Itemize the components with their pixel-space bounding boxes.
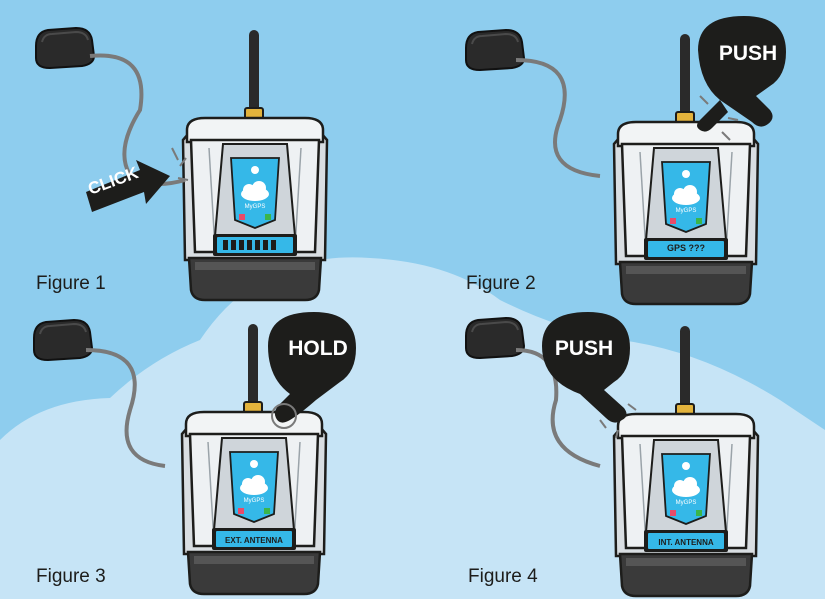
figure-1-gps-antenna <box>35 27 95 69</box>
figure-2-logo-text: MyGPS <box>676 208 697 214</box>
figure-2-push-hand <box>697 16 786 141</box>
figure-4-logo-text: MyGPS <box>676 500 697 506</box>
figure-3-action-label: HOLD <box>288 337 348 360</box>
figure-4-cable <box>515 348 601 468</box>
figure-1-click-arrow <box>86 147 189 212</box>
figure-1-cable <box>89 53 186 186</box>
figure-2-action-label: PUSH <box>719 42 777 65</box>
figure-4-gps-antenna <box>465 317 525 359</box>
figure-3-gps-antenna <box>33 319 93 361</box>
figure-2-screen-text: GPS ??? <box>667 243 705 253</box>
figure-1-caption: Figure 1 <box>36 273 106 294</box>
figure-2-cable <box>515 58 601 178</box>
figure-3-screen-text: EXT. ANTENNA <box>225 536 283 545</box>
figure-3-cable <box>85 348 166 468</box>
figure-3-hold-hand <box>268 312 356 429</box>
figure-1-device <box>181 28 329 302</box>
figure-4-push-hand <box>542 312 637 439</box>
figure-4-screen-text: INT. ANTENNA <box>658 538 713 547</box>
figure-4-caption: Figure 4 <box>468 566 538 587</box>
figure-2-caption: Figure 2 <box>466 273 536 294</box>
figure-4-action-label: PUSH <box>555 337 613 360</box>
figure-2-gps-antenna <box>465 29 525 71</box>
figure-3-logo-text: MyGPS <box>244 498 265 504</box>
figure-1-logo-text: MyGPS <box>245 204 266 210</box>
figure-3-caption: Figure 3 <box>36 566 106 587</box>
